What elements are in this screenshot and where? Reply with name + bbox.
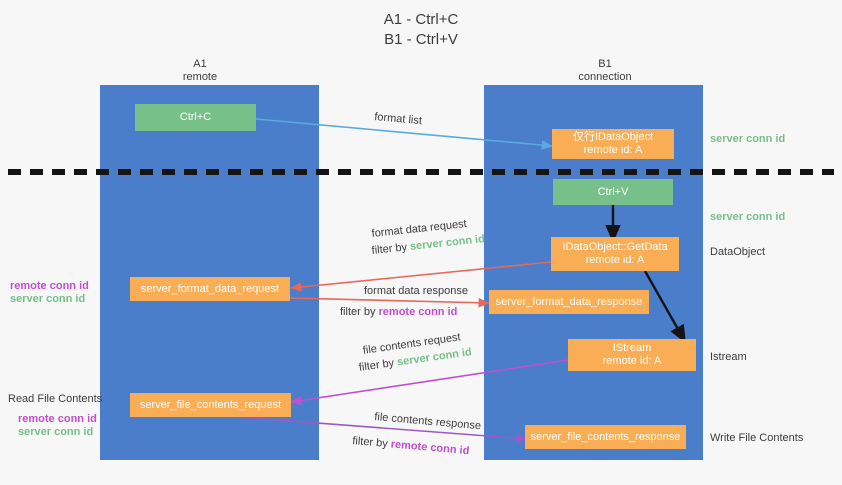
label-filter-prefix-4: filter by: [351, 434, 392, 451]
label-right-dataobject: DataObject: [710, 245, 765, 259]
label-filter-prefix-2: filter by: [340, 306, 379, 318]
title-line-2: B1 - Ctrl+V: [384, 31, 458, 48]
box-getdata-line2: remote id: A: [585, 254, 645, 266]
box-istream-line1: IStream: [612, 342, 652, 354]
lane-header-b1-sub: connection: [578, 71, 632, 83]
box-idataobject-line2: remote id: A: [583, 144, 643, 156]
page-title: A1 - Ctrl+C B1 - Ctrl+V: [0, 10, 842, 50]
lane-header-b1: B1 connection: [545, 58, 665, 84]
lane-header-a1-sub: remote: [182, 71, 218, 83]
box-idataobject-line1: 仅行IDataObject: [572, 131, 654, 143]
box-istream-line2: remote id: A: [602, 355, 662, 367]
title-line-1: A1 - Ctrl+C: [383, 11, 459, 28]
label-filter-prefix: filter by: [371, 240, 411, 257]
label-left-server-conn-id-bottom: server conn id: [18, 425, 93, 439]
label-right-istream: Istream: [710, 350, 747, 364]
label-left-server-conn-id-mid: server conn id: [10, 292, 85, 306]
box-server-format-data-request[interactable]: server_format_data_request: [130, 277, 290, 301]
box-server-file-contents-request[interactable]: server_file_contents_request: [130, 393, 291, 417]
box-server-file-contents-response[interactable]: server_file_contents_response: [525, 425, 686, 449]
label-format-data-response-filter: filter by remote conn id: [340, 305, 457, 319]
box-ctrl-c-line1: Ctrl+C: [179, 111, 212, 123]
label-format-data-response: format data response: [364, 284, 468, 298]
box-server-format-data-request-label: server_format_data_request: [140, 282, 280, 295]
label-left-read-file-contents-text: Read File Contents: [8, 393, 103, 405]
label-left-read-file-contents: Read File Contents: [8, 392, 102, 406]
label-right-istream-text: Istream: [710, 351, 747, 363]
label-right-server-conn-id-mid: server conn id: [710, 210, 785, 224]
box-getdata-line1: IDataObject::GetData: [562, 241, 668, 253]
lane-header-b1-name: B1: [598, 58, 612, 70]
box-server-format-data-response[interactable]: server_format_data_response: [489, 290, 649, 314]
label-right-write-file-contents-text: Write File Contents: [710, 432, 804, 444]
box-server-format-data-response-label: server_format_data_response: [495, 295, 643, 308]
box-ctrl-v[interactable]: Ctrl+V: [553, 179, 673, 205]
label-left-remote-conn-id-mid-text: remote conn id: [10, 280, 89, 292]
label-right-write-file-contents: Write File Contents: [710, 431, 803, 445]
label-format-data-response-text: format data response: [364, 285, 468, 297]
box-ctrl-c[interactable]: Ctrl+C: [135, 104, 256, 131]
box-server-file-contents-request-label: server_file_contents_request: [139, 398, 282, 411]
label-filter-value-remote-conn-id: remote conn id: [378, 306, 458, 318]
label-left-server-conn-id-mid-text: server conn id: [10, 293, 86, 305]
label-right-server-conn-id-top-text: server conn id: [710, 133, 786, 145]
label-right-server-conn-id-top: server conn id: [710, 132, 785, 146]
box-idataobject[interactable]: 仅行IDataObject remote id: A: [552, 129, 674, 159]
box-ctrl-v-line1: Ctrl+V: [597, 185, 629, 198]
box-idataobject-getdata[interactable]: IDataObject::GetData remote id: A: [551, 237, 679, 271]
lane-header-a1: A1 remote: [140, 58, 260, 84]
label-left-server-conn-id-bottom-text: server conn id: [18, 426, 94, 438]
box-server-file-contents-response-label: server_file_contents_response: [530, 430, 681, 443]
label-right-dataobject-text: DataObject: [710, 246, 766, 258]
label-right-server-conn-id-mid-text: server conn id: [710, 211, 786, 223]
label-left-remote-conn-id-mid: remote conn id: [10, 279, 89, 293]
box-istream[interactable]: IStream remote id: A: [568, 339, 696, 371]
label-left-remote-conn-id-bottom-text: remote conn id: [18, 413, 97, 425]
lane-header-a1-name: A1: [193, 58, 207, 70]
label-left-remote-conn-id-bottom: remote conn id: [18, 412, 97, 426]
